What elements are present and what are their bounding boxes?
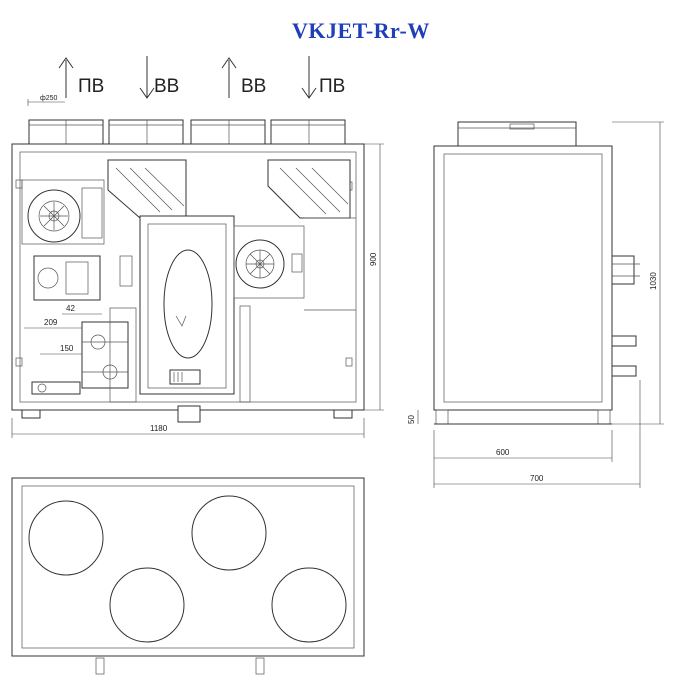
top-duct-3 <box>109 567 185 643</box>
dim-width-front: 1180 <box>150 424 168 433</box>
dim-height-total: 1030 <box>649 272 658 290</box>
rotor-wheel <box>163 249 213 359</box>
front-view: ПВ ВВ ВВ ПВ ф250 <box>11 56 384 438</box>
dim-209: 209 <box>44 318 58 327</box>
flow-arrow-4: ПВ <box>301 56 345 99</box>
top-duct-2 <box>191 495 267 571</box>
flow-label-1: ПВ <box>78 76 104 97</box>
side-view: 1030 50 600 700 <box>407 121 664 488</box>
diagram-title: VKJET-Rr-W <box>292 18 430 43</box>
top-duct-1 <box>28 500 104 576</box>
rotor-housing <box>139 215 235 395</box>
side-casing <box>433 145 613 411</box>
drain-outlet <box>177 405 201 423</box>
dim-width-side-inner: 600 <box>496 448 510 457</box>
dim-feet: 50 <box>407 415 416 424</box>
flow-arrow-1: ПВ <box>58 57 104 98</box>
fan-left <box>21 179 105 245</box>
water-heater <box>81 321 129 389</box>
side-duct-collar <box>457 121 577 147</box>
filter-left <box>107 159 187 219</box>
dim-duct-diameter: ф250 <box>40 95 58 102</box>
dim-width-side-outer: 700 <box>530 474 544 483</box>
flow-label-2: ВВ <box>154 76 179 97</box>
dim-height-body: 900 <box>369 252 378 266</box>
flow-arrow-2: ВВ <box>139 56 179 99</box>
dim-150: 150 <box>60 344 74 353</box>
dim-42: 42 <box>66 304 75 313</box>
rotor-motor <box>169 369 201 385</box>
top-casing <box>11 477 365 657</box>
duct-collars <box>28 119 346 145</box>
top-duct-4 <box>271 567 347 643</box>
flow-label-4: ПВ <box>319 76 345 97</box>
fan-right <box>233 225 305 299</box>
top-view <box>11 477 365 675</box>
flow-arrow-3: ВВ <box>221 57 266 98</box>
flow-label-3: ВВ <box>241 76 266 97</box>
motor-left <box>33 255 101 301</box>
